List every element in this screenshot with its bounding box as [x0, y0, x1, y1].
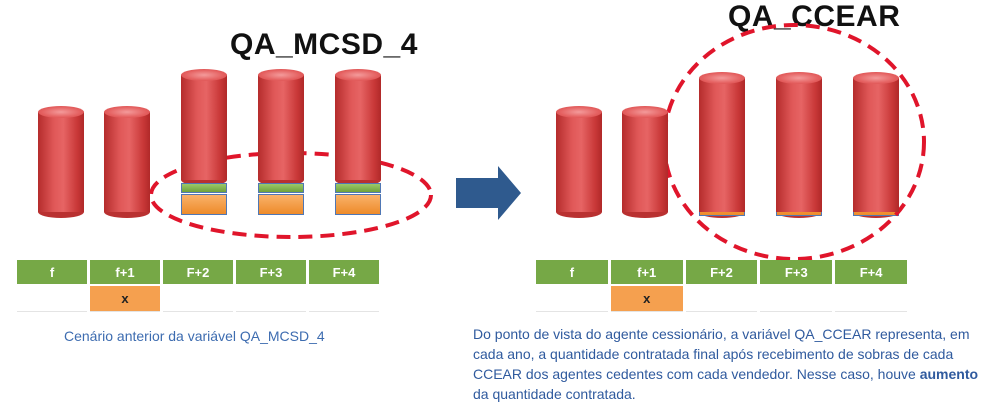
right-row-cell — [835, 286, 907, 312]
left-col-header: F+2 — [163, 260, 233, 284]
right-col-header: f+1 — [610, 260, 683, 284]
left-row-cell — [236, 286, 306, 312]
right-row-cell — [536, 286, 608, 312]
right-highlight-ellipse — [662, 23, 926, 261]
description-emphasis: aumento — [919, 366, 979, 382]
left-stack-f2 — [181, 183, 227, 216]
left-row-cell — [163, 286, 233, 312]
description-text-end: da quantidade contratada. — [473, 386, 636, 402]
left-highlight-ellipse — [149, 151, 433, 239]
right-row-cell — [760, 286, 833, 312]
right-marked-cell: x — [610, 286, 683, 312]
right-year-table: f f+1 F+2 F+3 F+4 x — [536, 260, 907, 312]
right-cylinder-f4 — [853, 72, 899, 218]
left-cylinder-f2 — [181, 69, 227, 186]
left-col-header: f+1 — [90, 260, 160, 284]
left-marked-cell: x — [90, 286, 160, 312]
left-year-table: f f+1 F+2 F+3 F+4 x — [17, 260, 379, 312]
left-caption: Cenário anterior da variável QA_MCSD_4 — [64, 328, 325, 344]
right-cylinder-f3 — [776, 72, 822, 218]
left-row-cell — [17, 286, 87, 312]
right-cylinder-f2 — [699, 72, 745, 218]
right-description: Do ponto de vista do agente cessionário,… — [473, 324, 993, 404]
left-cylinder-f4 — [335, 69, 381, 186]
transition-arrow-icon — [456, 166, 521, 220]
left-col-header: F+3 — [236, 260, 306, 284]
left-stack-f3 — [258, 183, 304, 216]
right-col-header: f — [536, 260, 608, 284]
description-text: Do ponto de vista do agente cessionário,… — [473, 326, 970, 382]
right-col-header: F+3 — [760, 260, 833, 284]
left-title: QA_MCSD_4 — [230, 28, 418, 61]
right-row-cell — [685, 286, 758, 312]
left-col-header: F+4 — [309, 260, 379, 284]
right-cylinder-f — [556, 106, 602, 218]
left-cylinder-f1 — [104, 106, 150, 218]
left-row-cell — [309, 286, 379, 312]
right-cylinder-f1 — [622, 106, 668, 218]
left-cylinder-f3 — [258, 69, 304, 186]
left-cylinder-f — [38, 106, 84, 218]
left-stack-f4 — [335, 183, 381, 216]
right-col-header: F+2 — [685, 260, 758, 284]
right-col-header: F+4 — [835, 260, 907, 284]
left-col-header: f — [17, 260, 87, 284]
